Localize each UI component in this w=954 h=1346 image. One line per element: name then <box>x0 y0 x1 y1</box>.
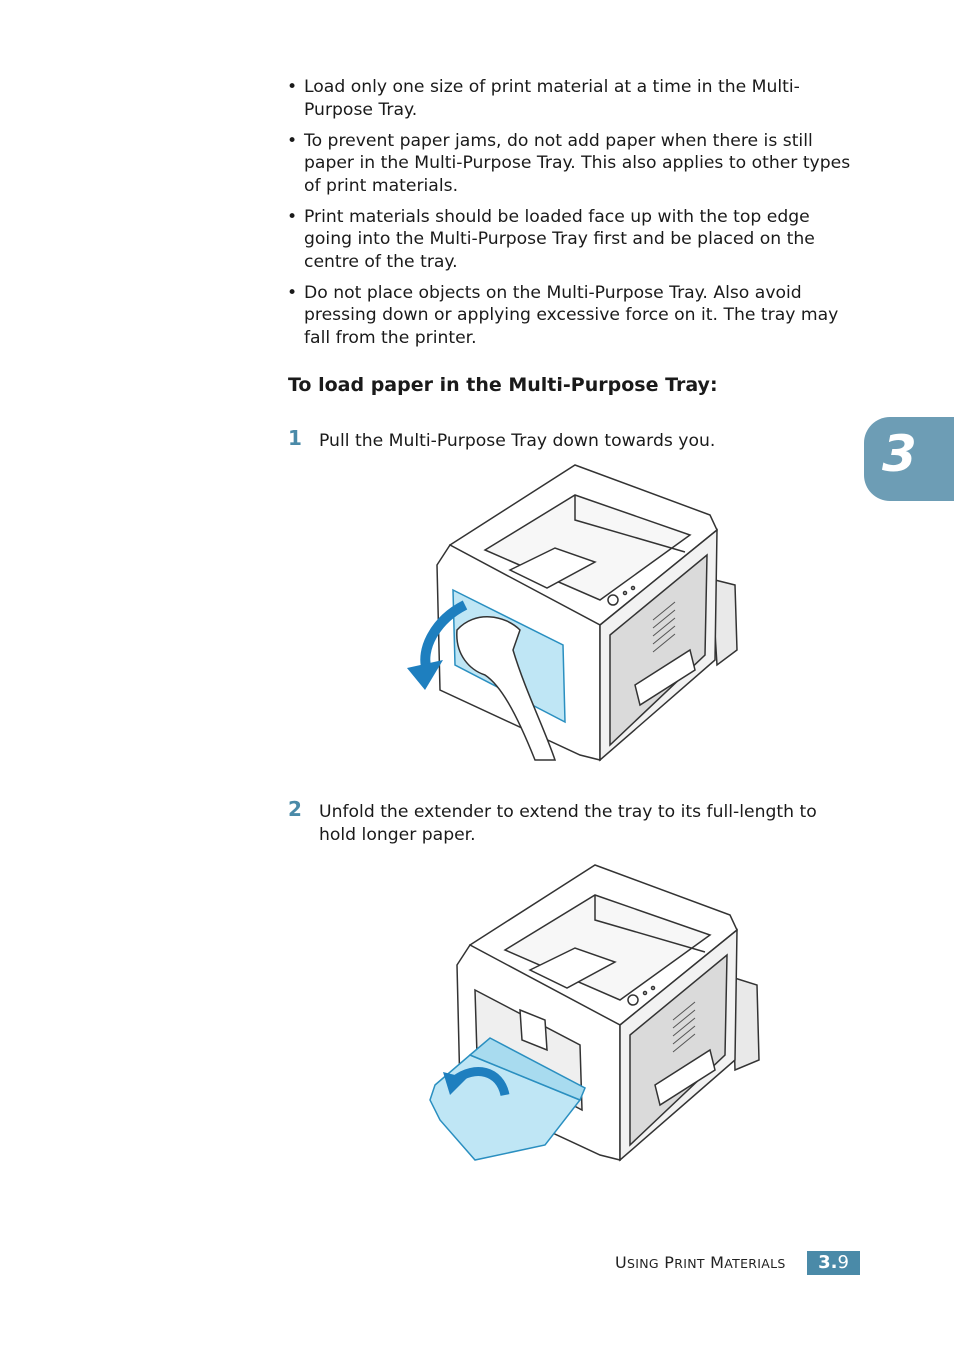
chapter-tab: 3 <box>864 417 954 501</box>
step-number: 2 <box>288 797 302 821</box>
notes-list: •Load only one size of print material at… <box>287 76 857 358</box>
footer-section-title: USING PRINT MATERIALS <box>615 1253 786 1272</box>
list-item: •To prevent paper jams, do not add paper… <box>287 130 851 196</box>
step-text: Unfold the extender to extend the tray t… <box>319 802 817 845</box>
list-item: •Do not place objects on the Multi-Purpo… <box>287 282 839 348</box>
page-number: 3.9 <box>807 1251 860 1275</box>
step-number: 1 <box>288 426 302 450</box>
list-item: •Print materials should be loaded face u… <box>287 206 815 272</box>
printer-pull-tray-illustration <box>407 464 738 762</box>
chapter-number: 3 <box>882 425 917 483</box>
section-heading: To load paper in the Multi-Purpose Tray: <box>288 374 718 396</box>
step-text: Pull the Multi-Purpose Tray down towards… <box>319 431 716 451</box>
list-item: •Load only one size of print material at… <box>287 77 800 120</box>
printer-extend-tray-illustration <box>429 864 760 1162</box>
